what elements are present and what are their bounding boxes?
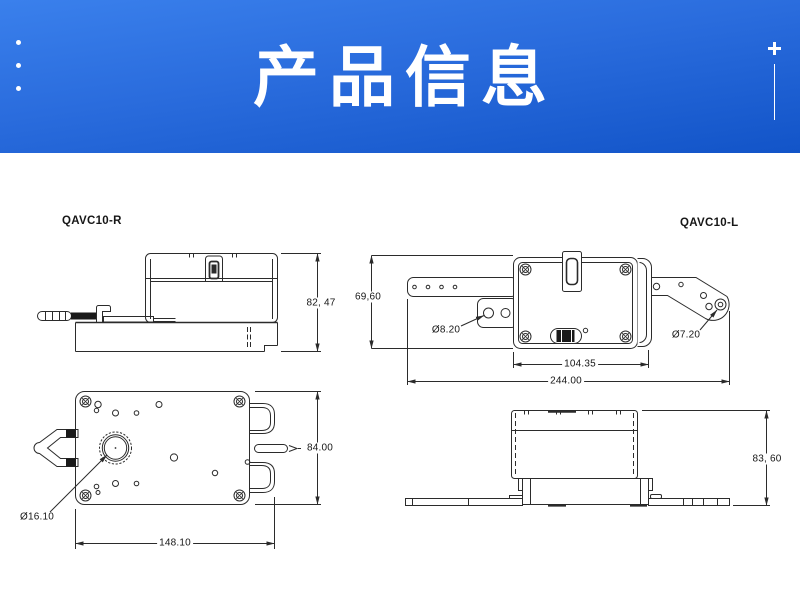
left-mounting-wing [405, 498, 523, 506]
divider-line [773, 64, 775, 120]
dim-overall-244-00: 244.00 [548, 375, 584, 387]
latch-outline [205, 255, 223, 282]
corner-screws [79, 395, 246, 502]
anti-rotation-bracket [33, 429, 79, 467]
dim-height-84-00: 84.00 [304, 442, 336, 454]
dim-height-82-47: 82, 47 [304, 297, 338, 309]
shaft [37, 311, 72, 321]
page-title: 产品信息 [253, 39, 557, 114]
actuator-body [511, 410, 638, 479]
dot-icon [16, 86, 21, 91]
corner-screws [519, 263, 632, 343]
banner: 产品信息 [0, 0, 800, 153]
actuator-base [75, 391, 250, 505]
drawing-qavc10-l-side-view [405, 410, 770, 507]
dim-body-width-104-35: 104.35 [562, 358, 598, 370]
drawing-qavc10-l-top-view [369, 251, 730, 385]
plus-vertical-bar [773, 42, 776, 55]
dot-icon [16, 63, 21, 68]
plus-icon [768, 42, 781, 55]
model-label-qavc10-r: QAVC10-R [62, 215, 122, 227]
latch [562, 251, 582, 292]
dim-hole-8-20: Ø8.20 [431, 324, 461, 336]
dim-shaft-16-10: Ø16.10 [19, 511, 55, 523]
drive-shaft [99, 431, 132, 465]
right-mounting-wing [648, 498, 730, 506]
connector [550, 328, 582, 344]
left-arm [407, 277, 518, 297]
dim-arm-height-69-60: 69,60 [352, 291, 384, 303]
dim-width-148-10: 148.10 [157, 537, 193, 549]
dot-icon [16, 40, 21, 45]
dim-height-83-60: 83, 60 [750, 453, 784, 465]
position-pin [254, 444, 288, 453]
dim-hole-7-20: Ø7.20 [671, 329, 701, 341]
dots-decoration-icon [16, 40, 22, 92]
drawing-qavc10-r-side-view [37, 253, 321, 352]
base-housing [522, 478, 649, 505]
drawing-bottom-view [33, 391, 321, 549]
model-label-qavc10-l: QAVC10-L [680, 217, 739, 229]
